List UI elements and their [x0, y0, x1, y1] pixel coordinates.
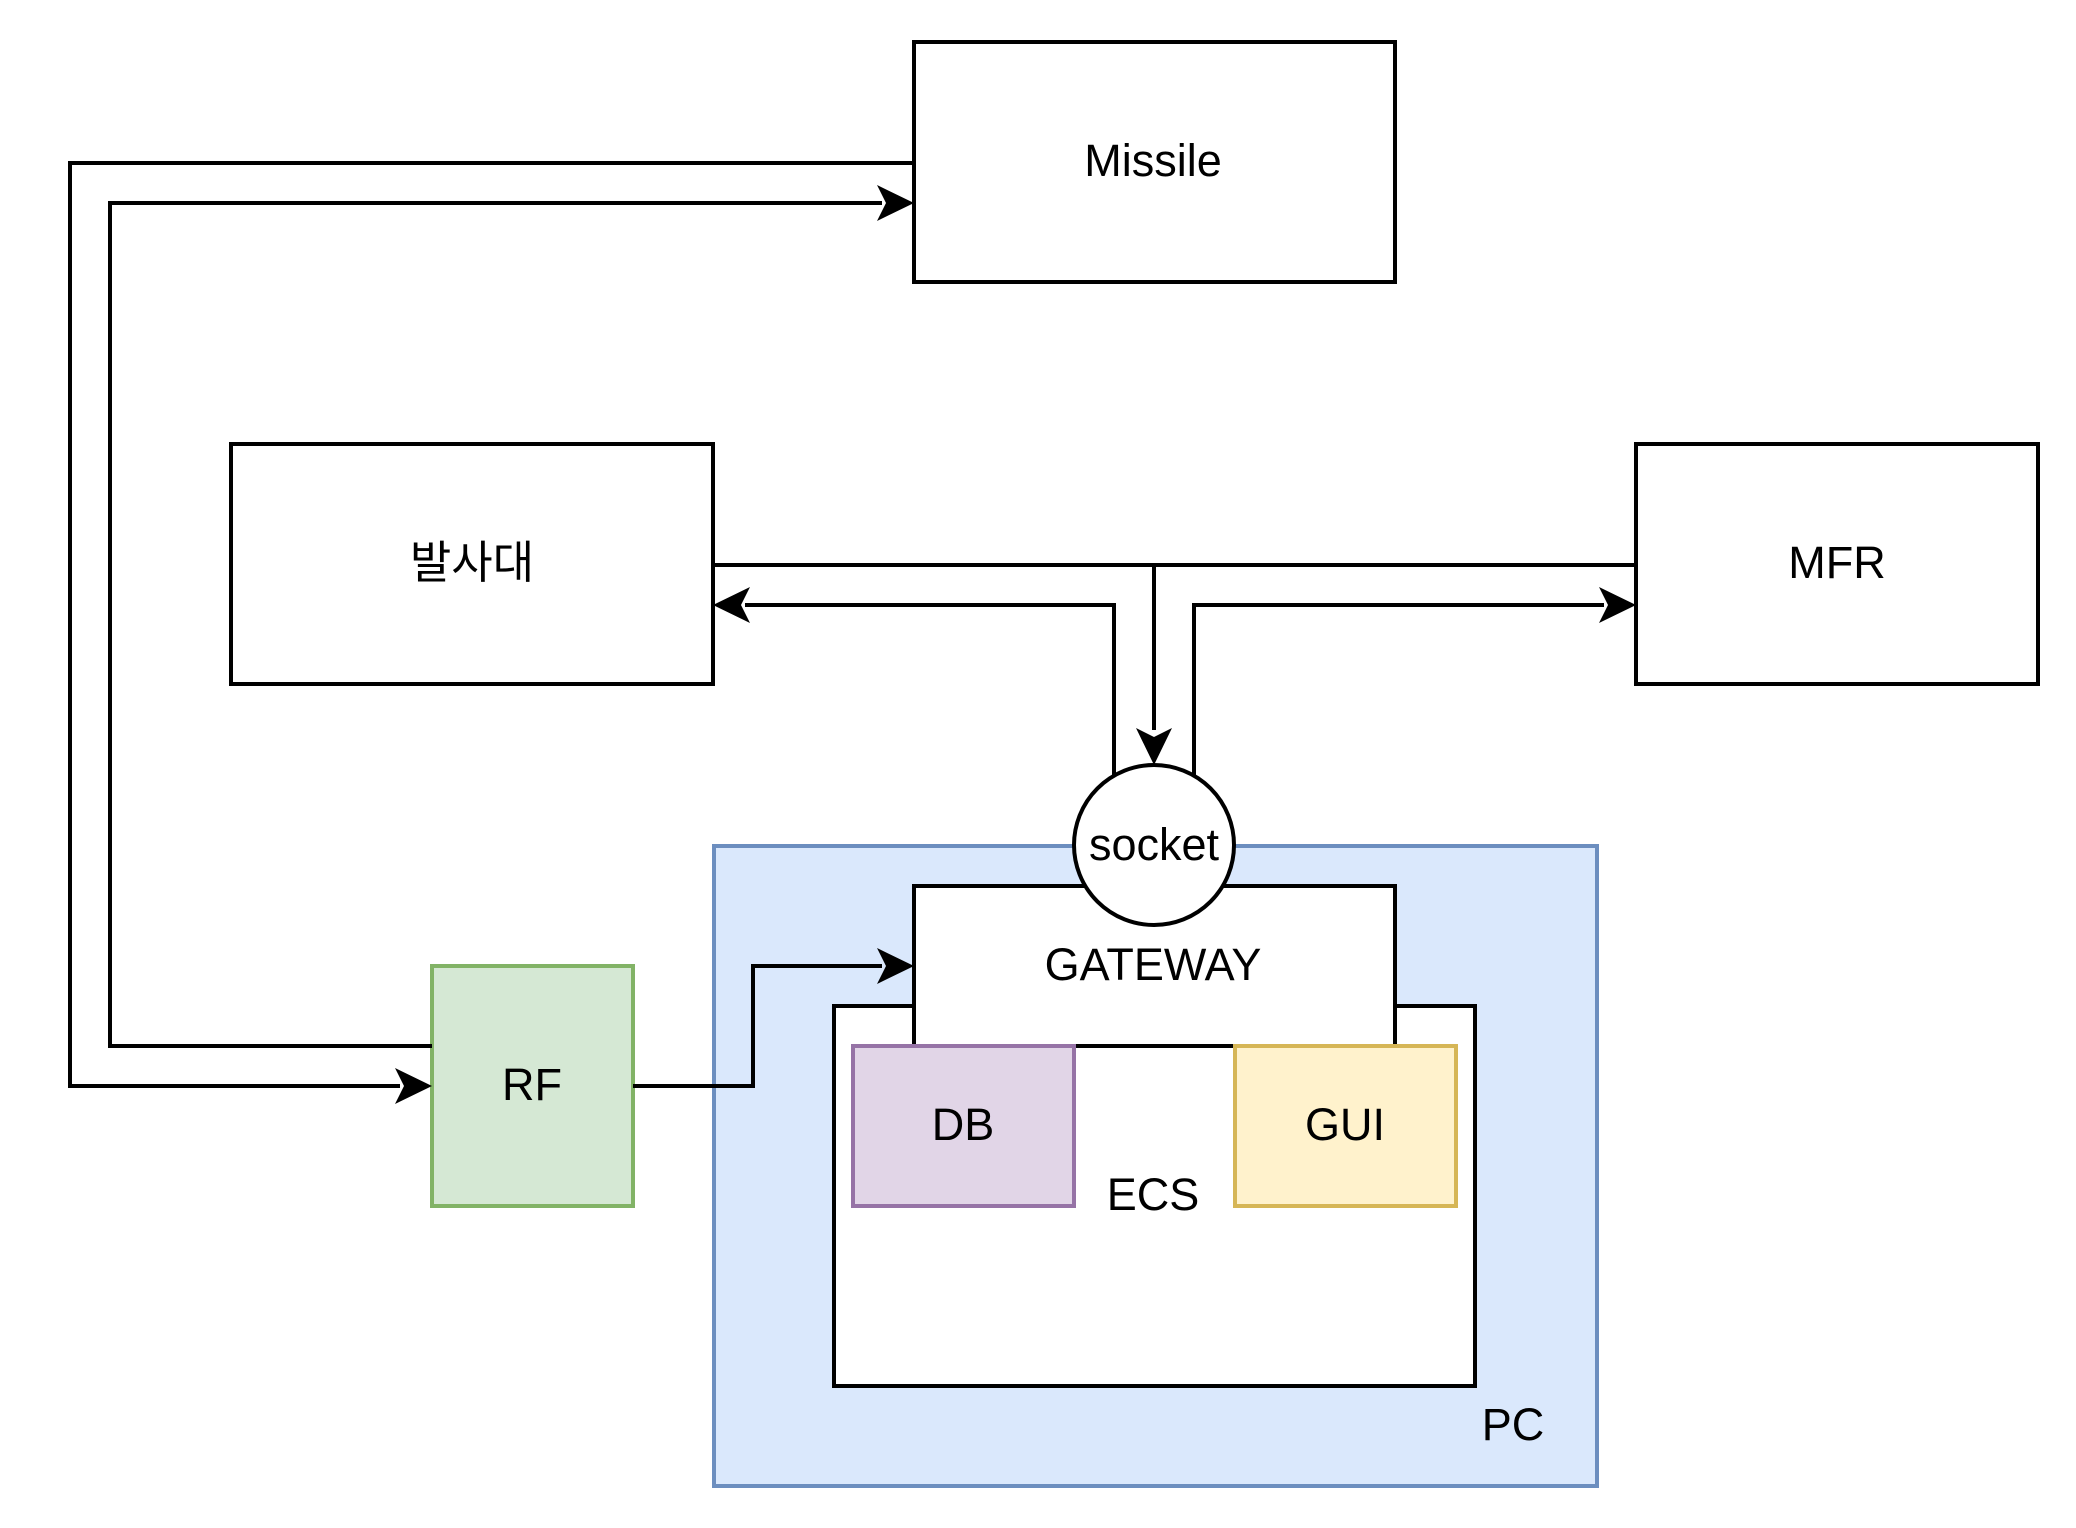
gui-node: GUI [1233, 1044, 1458, 1208]
db-node: DB [851, 1044, 1076, 1208]
gateway-label: GATEWAY [1045, 939, 1262, 990]
edge-socket-to-launcher [745, 603, 1116, 776]
socket-node: socket [1072, 763, 1236, 927]
arrowheads [395, 185, 1636, 1104]
connectors [68, 161, 1636, 1088]
mfr-box [1634, 442, 2040, 686]
gui-label: GUI [1305, 1099, 1385, 1150]
gateway-node: GATEWAY [912, 884, 1397, 1048]
socket-circle [1072, 763, 1236, 927]
mfr-node: MFR [1634, 442, 2040, 686]
db-box [851, 1044, 1076, 1208]
missile-label: Missile [1084, 135, 1222, 186]
arrowhead-to-gateway [877, 948, 914, 984]
edge-rf-to-missile [108, 201, 882, 1048]
pc-label: PC [1482, 1399, 1545, 1450]
arrowhead-to-missile [877, 185, 914, 221]
db-label: DB [932, 1099, 995, 1150]
edge-missile-to-rf [68, 161, 914, 1088]
rf-label: RF [502, 1059, 562, 1110]
arrowhead-to-mfr [1599, 587, 1636, 623]
socket-label: socket [1089, 819, 1220, 870]
arrowhead-to-launcher [713, 587, 750, 623]
arrowhead-to-rf [395, 1068, 432, 1104]
missile-box [912, 40, 1397, 284]
rf-node: RF [430, 964, 635, 1208]
missile-node: Missile [912, 40, 1397, 284]
launcher-node: 발사대 [229, 442, 715, 686]
launcher-box [229, 442, 715, 686]
gui-box [1233, 1044, 1458, 1208]
edge-socket-to-mfr [1192, 603, 1604, 776]
arrowhead-to-socket [1136, 728, 1172, 765]
ecs-label: ECS [1107, 1169, 1200, 1220]
launcher-label: 발사대 [410, 537, 534, 588]
mfr-label: MFR [1788, 537, 1885, 588]
edge-rf-to-gateway [633, 964, 882, 1088]
